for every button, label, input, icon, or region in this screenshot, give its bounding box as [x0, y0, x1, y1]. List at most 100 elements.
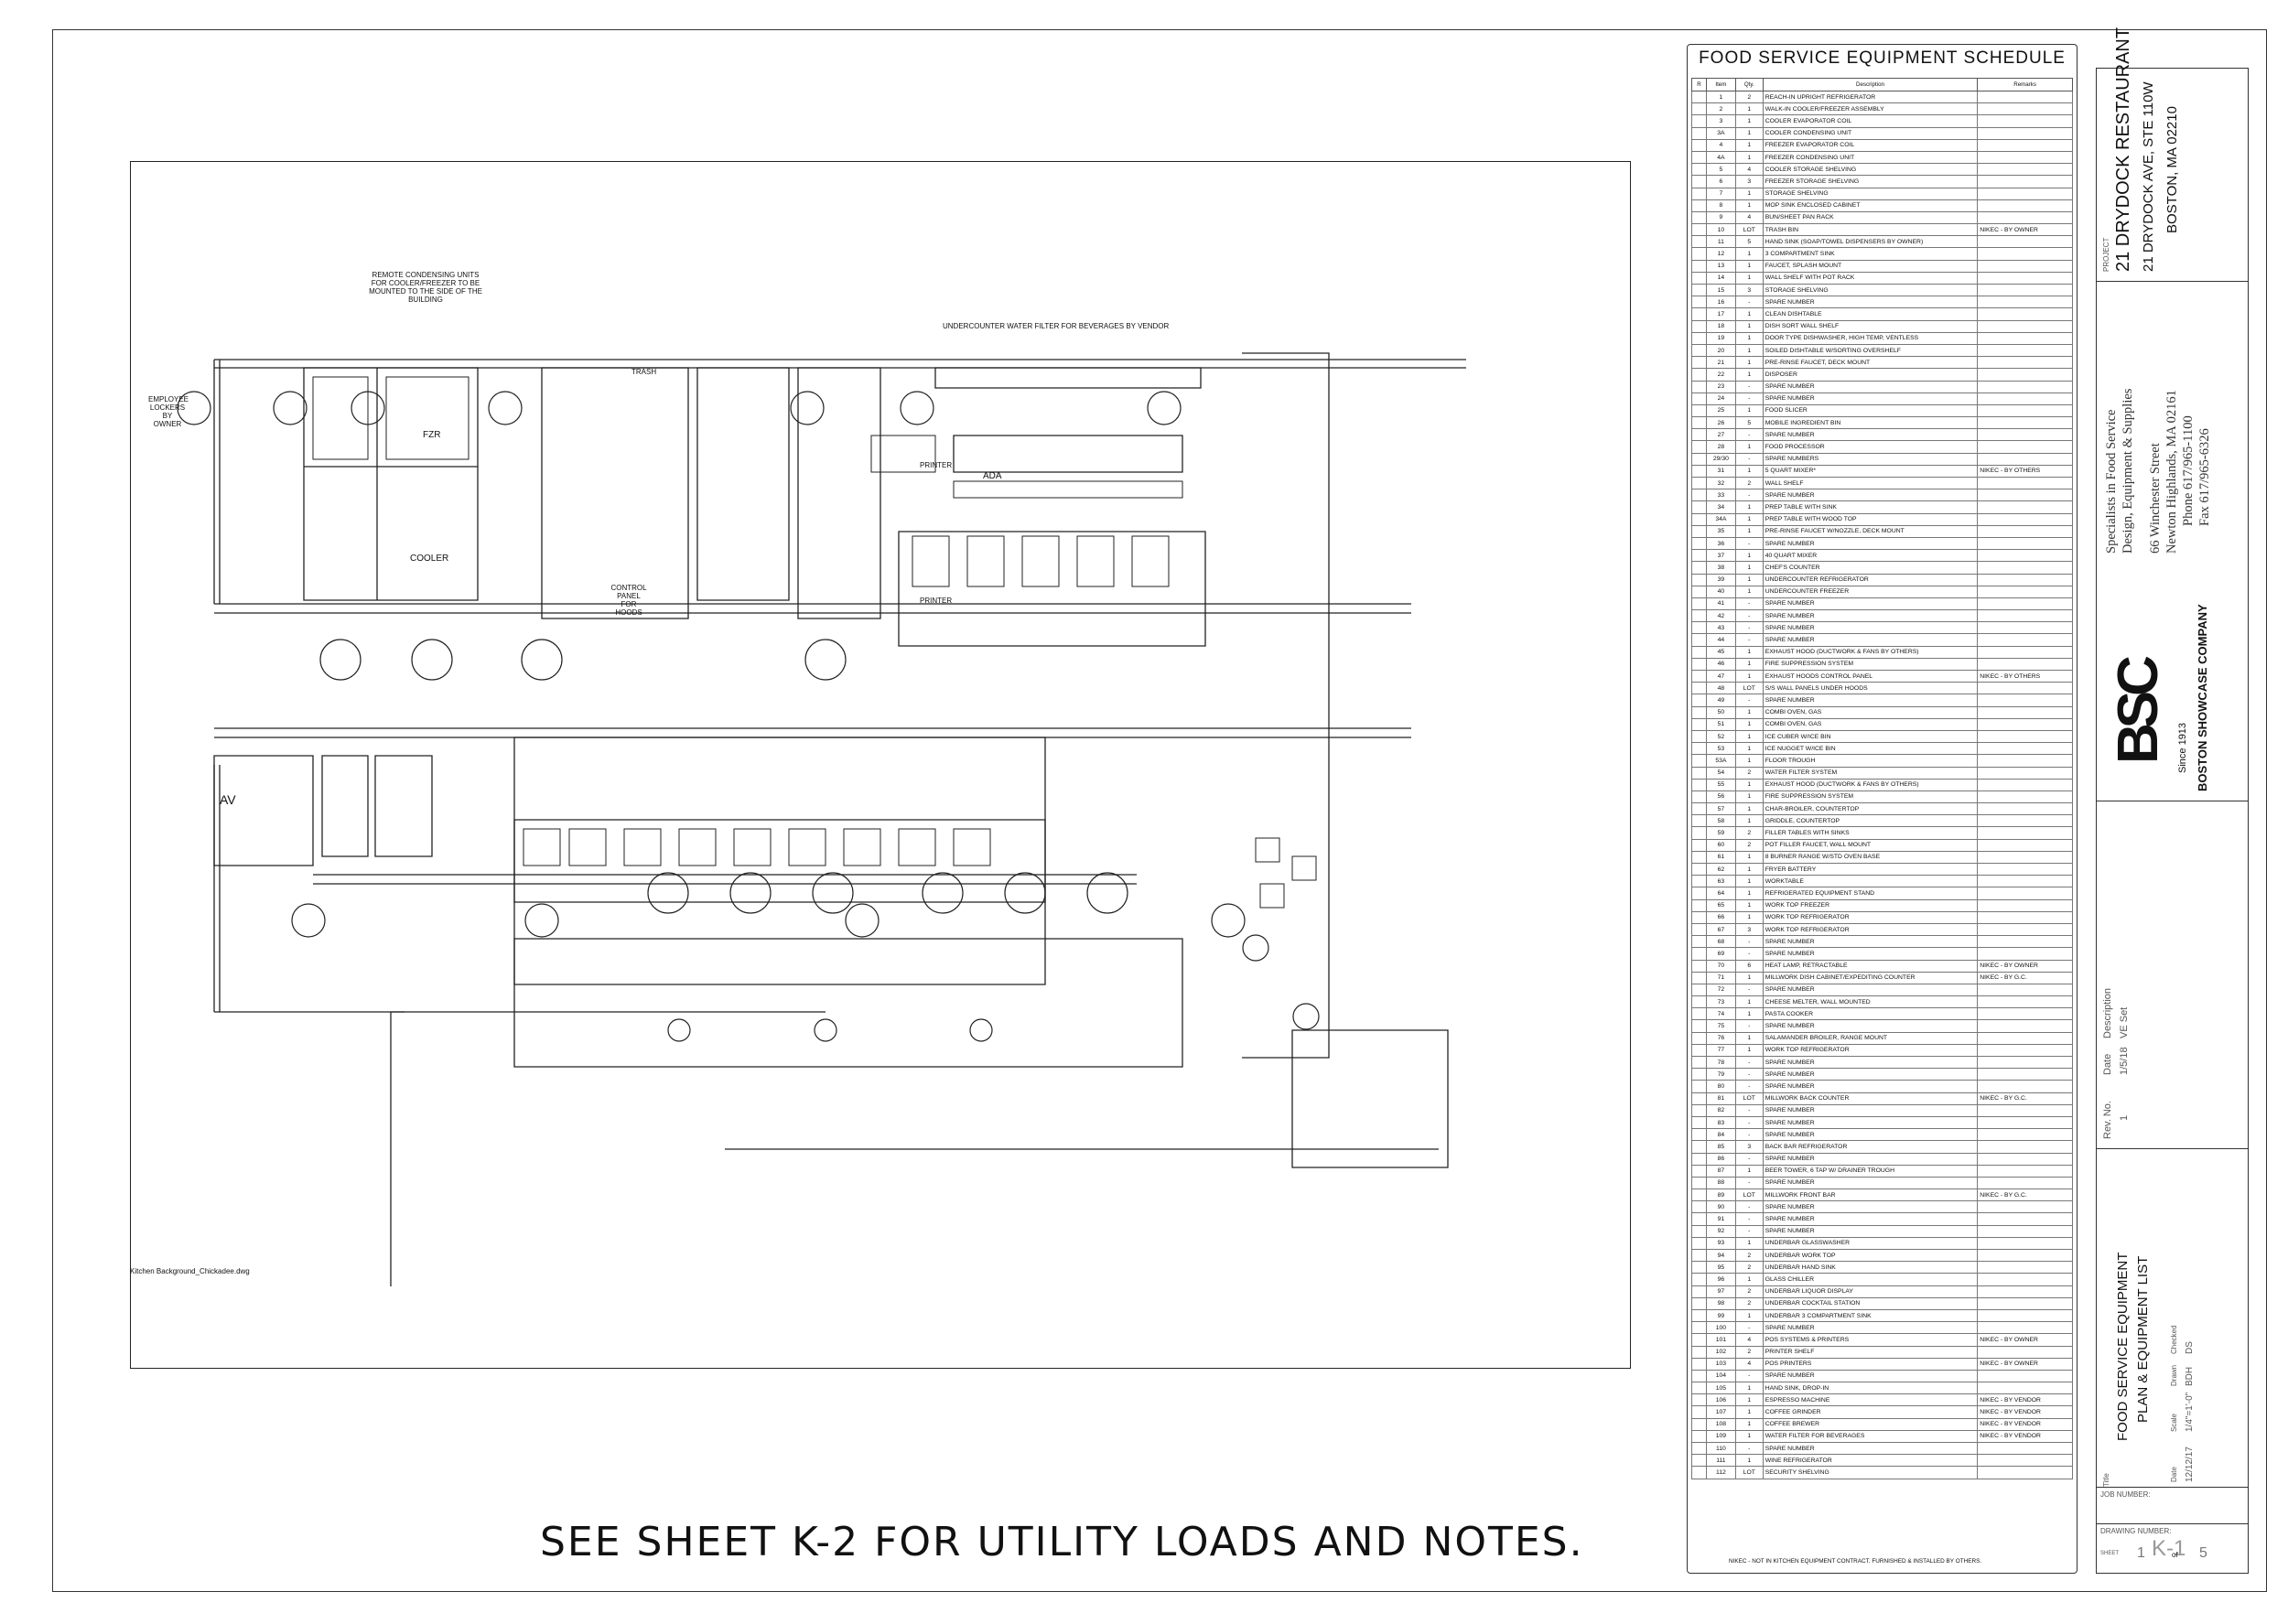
since-label: Since 1913 — [2177, 722, 2188, 773]
schedule-description-cell: SPARE NUMBER — [1762, 597, 1979, 611]
schedule-item-cell: 6 — [1705, 175, 1736, 188]
schedule-item-cell: 100 — [1705, 1321, 1736, 1335]
schedule-rev-cell — [1691, 187, 1707, 200]
schedule-item-cell: 108 — [1705, 1417, 1736, 1431]
schedule-remarks-cell — [1977, 428, 2073, 442]
schedule-rev-cell — [1691, 585, 1707, 598]
cook-line-box — [541, 367, 689, 619]
schedule-remarks-cell — [1977, 500, 2073, 514]
schedule-qty-cell: - — [1734, 983, 1764, 997]
schedule-item-cell: 54 — [1705, 766, 1736, 780]
bar-front — [953, 435, 1183, 473]
schedule-qty-cell: 1 — [1734, 862, 1764, 877]
schedule-item-cell: 20 — [1705, 343, 1736, 358]
schedule-remarks-cell — [1977, 742, 2073, 756]
schedule-qty-cell: 1 — [1734, 814, 1764, 828]
schedule-description-cell: WORK TOP REFRIGERATOR — [1762, 922, 1979, 937]
schedule-qty-cell: LOT — [1734, 682, 1764, 695]
schedule-remarks-cell — [1977, 368, 2073, 382]
schedule-qty-cell: 1 — [1734, 790, 1764, 804]
schedule-qty-cell: - — [1734, 1176, 1764, 1190]
schedule-remarks-cell — [1977, 609, 2073, 623]
schedule-item-cell: 4 — [1705, 138, 1736, 152]
schedule-description-cell: WATER FILTER FOR BEVERAGES — [1762, 1429, 1979, 1444]
schedule-item-cell: 24 — [1705, 392, 1736, 405]
schedule-qty-cell: 1 — [1734, 307, 1764, 321]
schedule-item-cell: 7 — [1705, 187, 1736, 200]
kitchen-west-wall — [213, 360, 221, 604]
schedule-qty-cell: 2 — [1734, 90, 1764, 104]
schedule-description-cell: COMBI OVEN, GAS — [1762, 705, 1979, 719]
schedule-qty-cell: - — [1734, 947, 1764, 961]
schedule-remarks-cell — [1977, 187, 2073, 200]
schedule-rev-cell — [1691, 561, 1707, 575]
schedule-item-cell: 47 — [1705, 669, 1736, 683]
header-item: Item — [1705, 78, 1736, 91]
schedule-description-cell: CHEESE MELTER, WALL MOUNTED — [1762, 995, 1979, 1009]
hood-box — [696, 367, 790, 601]
schedule-item-cell: 53A — [1705, 754, 1736, 768]
schedule-qty-cell: 4 — [1734, 210, 1764, 225]
schedule-remarks-cell — [1977, 319, 2073, 333]
bench-seat-7 — [843, 828, 881, 866]
schedule-remarks-cell — [1977, 935, 2073, 949]
schedule-qty-cell: 1 — [1734, 102, 1764, 116]
schedule-qty-cell: 1 — [1734, 1236, 1764, 1251]
schedule-item-cell: 9 — [1705, 210, 1736, 225]
schedule-qty-cell: 1 — [1734, 199, 1764, 212]
column-6 — [900, 391, 934, 425]
schedule-rev-cell — [1691, 971, 1707, 984]
schedule-description-cell: STORAGE SHELVING — [1762, 283, 1979, 297]
schedule-item-cell: 60 — [1705, 838, 1736, 852]
kitchen-north-wall — [214, 359, 1466, 369]
schedule-rev-cell — [1691, 609, 1707, 623]
patio-area — [513, 938, 1183, 1068]
schedule-description-cell: COFFEE GRINDER — [1762, 1405, 1979, 1419]
schedule-item-cell: 40 — [1705, 585, 1736, 598]
schedule-description-cell: MILLWORK BACK COUNTER — [1762, 1092, 1979, 1105]
schedule-qty-cell: 2 — [1734, 1345, 1764, 1359]
schedule-item-cell: 65 — [1705, 898, 1736, 912]
schedule-remarks-cell — [1977, 138, 2073, 152]
schedule-item-cell: 14 — [1705, 271, 1736, 285]
schedule-qty-cell: 6 — [1734, 959, 1764, 973]
schedule-qty-cell: 1 — [1734, 995, 1764, 1009]
schedule-description-cell: WALL SHELF WITH POT RACK — [1762, 271, 1979, 285]
schedule-item-cell: 58 — [1705, 814, 1736, 828]
schedule-item-cell: 87 — [1705, 1164, 1736, 1178]
schedule-item-cell: 112 — [1705, 1466, 1736, 1479]
rev-date-header: Date — [2102, 1053, 2113, 1075]
booth-2 — [966, 535, 1005, 587]
schedule-remarks-cell — [1977, 1273, 2073, 1286]
schedule-rev-cell — [1691, 1405, 1707, 1419]
schedule-rev-cell — [1691, 500, 1707, 514]
schedule-remarks-cell — [1977, 126, 2073, 140]
schedule-qty-cell: - — [1734, 1321, 1764, 1335]
schedule-remarks-cell — [1977, 307, 2073, 321]
schedule-remarks-cell — [1977, 597, 2073, 611]
schedule-row: 69-SPARE NUMBER — [1691, 947, 2073, 961]
schedule-description-cell: PREP TABLE WITH WOOD TOP — [1762, 512, 1979, 526]
schedule-qty-cell: 1 — [1734, 1429, 1764, 1444]
schedule-remarks-cell — [1977, 995, 2073, 1009]
see-sheet-note: SEE SHEET K-2 FOR UTILITY LOADS AND NOTE… — [540, 1519, 1584, 1565]
schedule-qty-cell: - — [1734, 1224, 1764, 1238]
schedule-remarks-cell: NIKEC - BY OWNER — [1977, 1357, 2073, 1371]
header-r: R — [1691, 78, 1707, 91]
schedule-description-cell: SPARE NUMBER — [1762, 1224, 1979, 1238]
schedule-remarks-cell — [1977, 802, 2073, 816]
schedule-remarks-cell — [1977, 826, 2073, 840]
